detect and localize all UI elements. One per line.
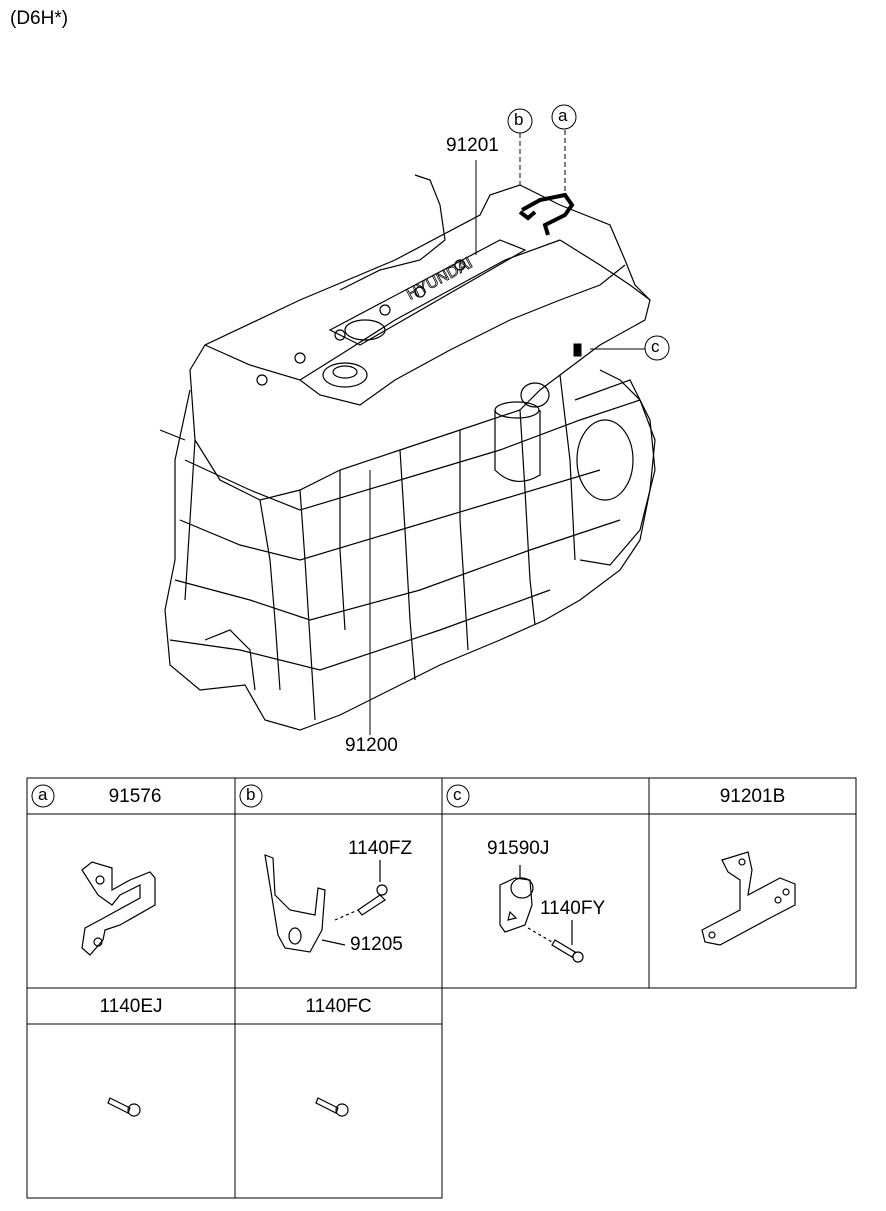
part-label-91200: 91200 [345,735,398,756]
part-label-1140FZ: 1140FZ [348,838,413,859]
callout-c: c [651,337,660,356]
callout-circle-a [551,104,577,130]
engine-block-outline [164,369,656,731]
part-91201B-drawing [701,851,796,946]
variant-code: (D6H*) [10,8,69,29]
part-91576-drawing [81,861,156,956]
oil-filler-cap [322,362,368,388]
bolt-1140FY-drawing [527,920,584,963]
bracket-c-highlight [573,343,582,357]
part-91205-drawing [264,854,346,953]
bolt-1140FZ-drawing [334,860,388,921]
part-label-91205: 91205 [350,934,403,955]
cell-1140FC-title: 1140FC [305,996,372,1017]
engine-head-outline [189,184,651,501]
callout-circle-c [644,335,670,361]
cell-c-letter: c [453,785,462,804]
part-label-91590J: 91590J [487,838,550,859]
bolt-1140EJ-drawing [107,1097,141,1117]
callout-a: a [558,106,568,125]
cell-91201B-title: 91201B [719,786,786,807]
callout-circle-b [507,108,533,134]
bracket-a-b-highlight [518,192,575,236]
callout-b: b [514,110,524,129]
cell-a-title: 91576 [108,786,162,807]
cell-a-letter: a [38,785,48,804]
part-label-1140FY: 1140FY [540,898,606,919]
cell-b-letter: b [246,785,256,804]
part-label-91201: 91201 [446,135,499,156]
cell-1140EJ-title: 1140EJ [99,996,163,1017]
part-91590J-drawing [499,865,534,933]
parts-table-grid [26,777,857,1199]
oil-filter [494,410,541,482]
bolt-1140FC-drawing [315,1097,349,1117]
